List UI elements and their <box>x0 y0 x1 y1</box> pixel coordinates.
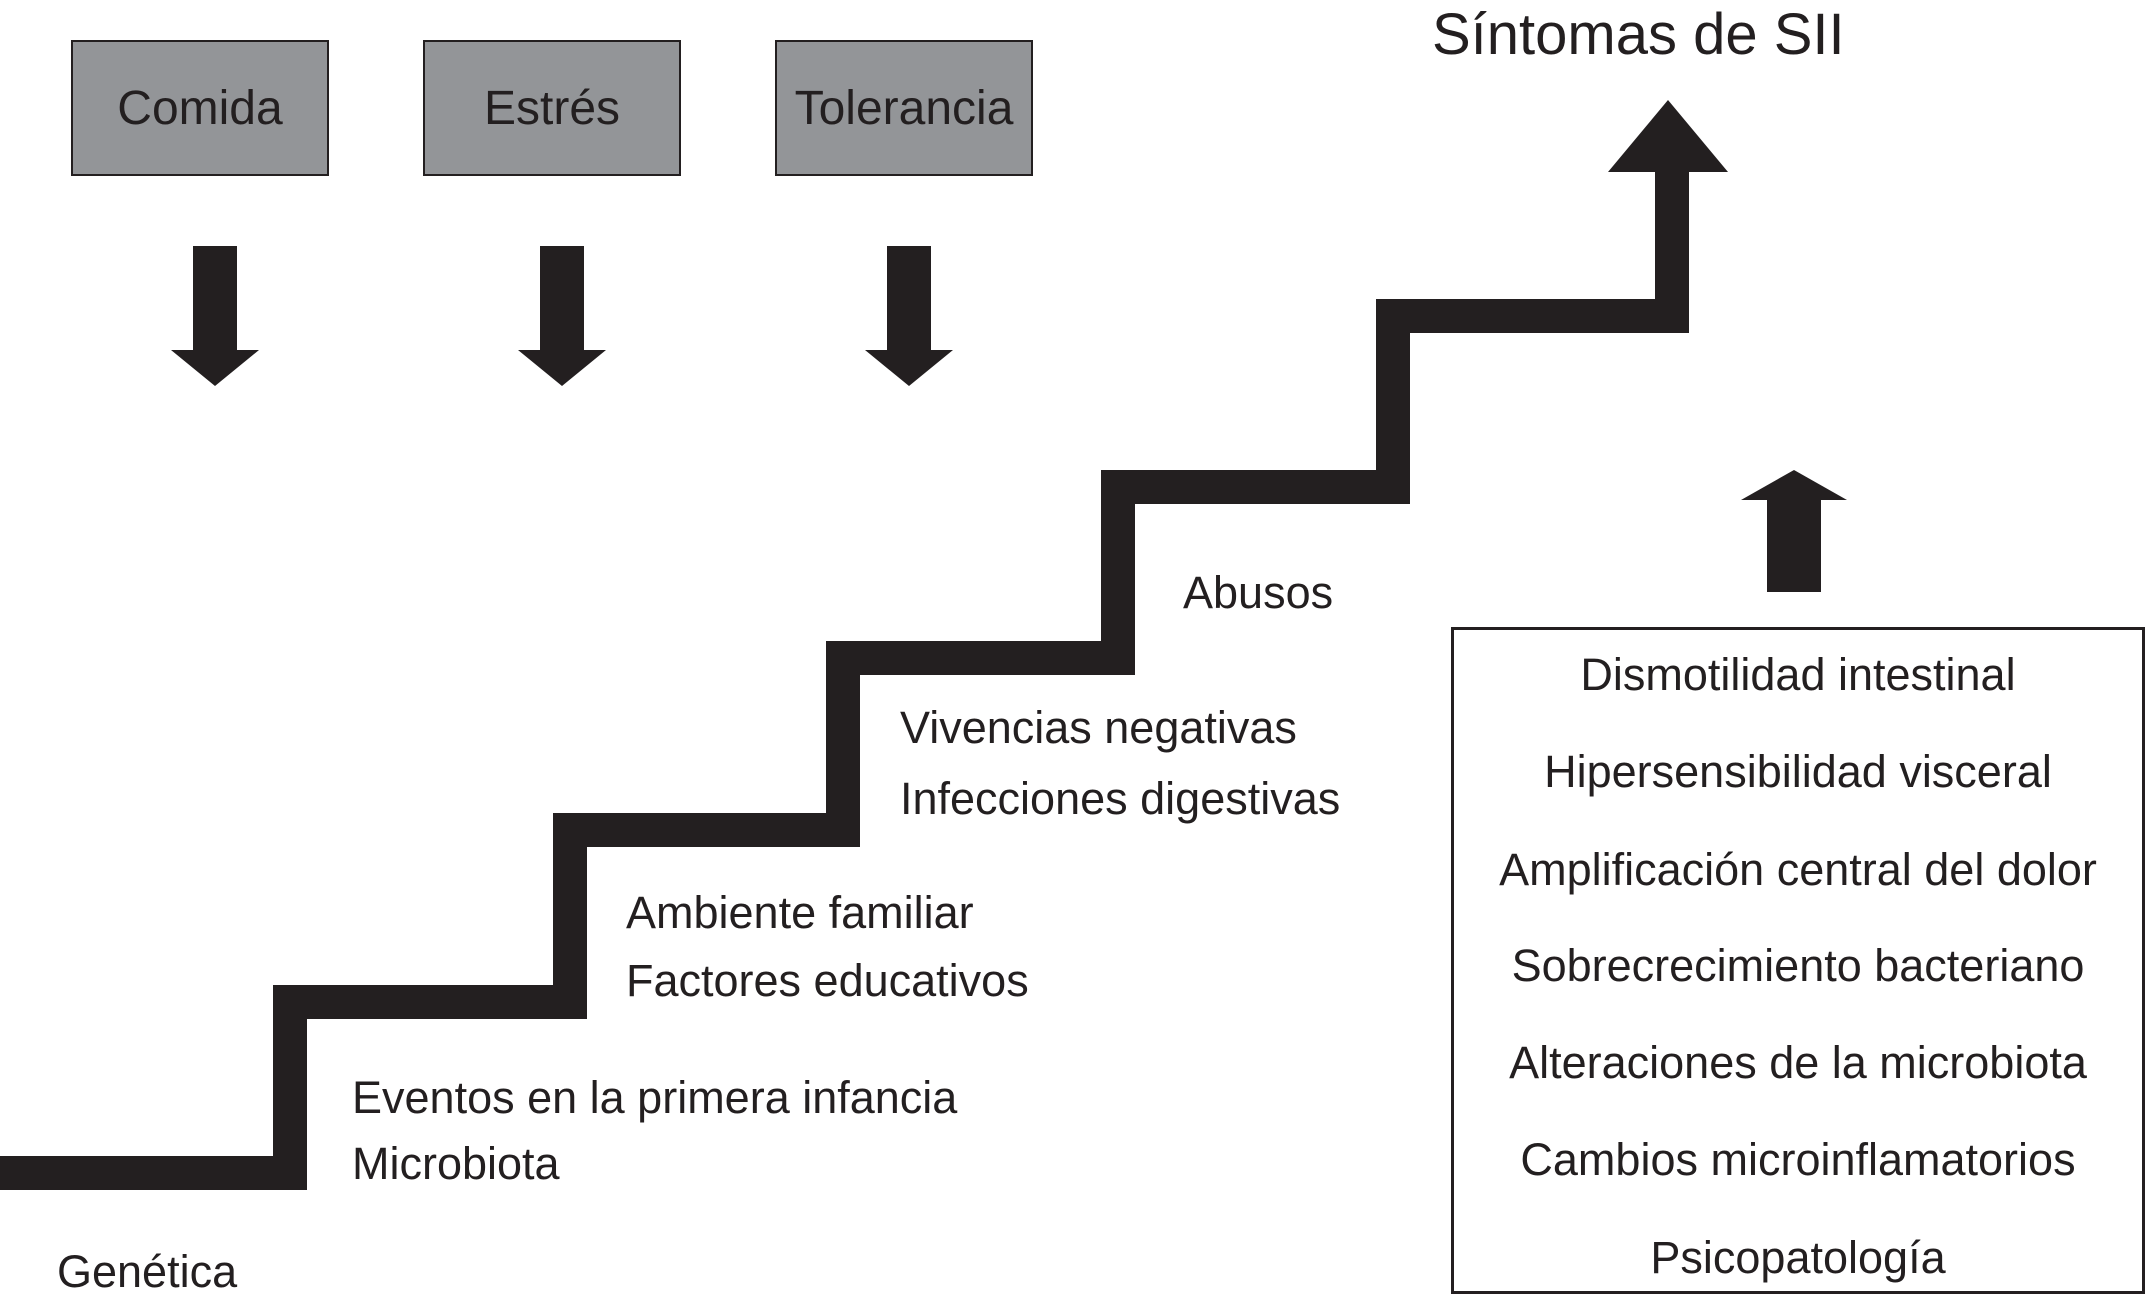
factor-box-estres: Estrés <box>423 40 681 176</box>
mechanism-item: Sobrecrecimiento bacteriano <box>1511 940 2085 991</box>
mechanism-item: Psicopatología <box>1650 1232 1946 1283</box>
factor-label: Tolerancia <box>794 81 1014 135</box>
mechanism-item: Hipersensibilidad visceral <box>1544 746 2052 797</box>
diagram-title: Síntomas de SII <box>1432 2 1845 67</box>
factor-box-tolerancia: Tolerancia <box>775 40 1033 176</box>
mechanism-item: Amplificación central del dolor <box>1499 844 2097 895</box>
mechanisms-box: Dismotilidad intestinal Hipersensibilida… <box>1451 627 2145 1294</box>
factor-box-comida: Comida <box>71 40 329 176</box>
step-label-ambiente: Ambiente familiar <box>626 887 974 938</box>
step-label-vivencias: Vivencias negativas <box>900 702 1297 753</box>
step-label-microbiota: Microbiota <box>352 1138 560 1189</box>
mechanisms-up-arrow <box>1741 470 1847 592</box>
factor-arrow-tolerancia <box>865 246 953 386</box>
step-label-genetica: Genética <box>57 1246 238 1297</box>
factor-label: Comida <box>117 81 283 135</box>
step-label-eventos: Eventos en la primera infancia <box>352 1072 958 1123</box>
step-label-infecciones: Infecciones digestivas <box>900 773 1341 824</box>
symptoms-arrowhead <box>1608 100 1728 172</box>
factor-arrow-estres <box>518 246 606 386</box>
mechanism-item: Alteraciones de la microbiota <box>1509 1037 2087 1088</box>
staircase-line <box>0 170 1689 1190</box>
factor-label: Estrés <box>483 81 621 135</box>
factor-arrow-comida <box>171 246 259 386</box>
step-label-abusos: Abusos <box>1183 567 1334 618</box>
mechanism-item: Dismotilidad intestinal <box>1580 649 2016 700</box>
step-label-factores: Factores educativos <box>626 955 1029 1006</box>
mechanism-item: Cambios microinflamatorios <box>1520 1134 2076 1185</box>
